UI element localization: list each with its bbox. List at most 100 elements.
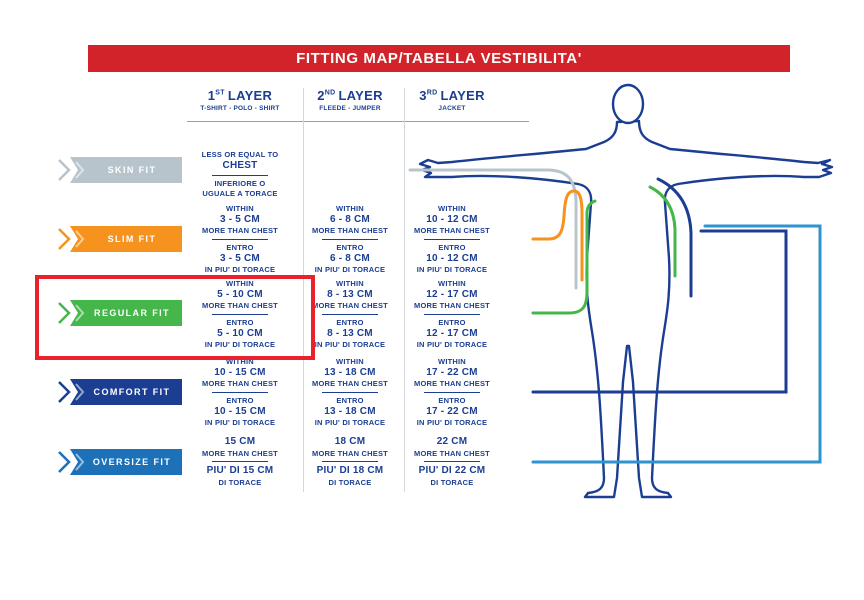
ribbon-inner-chevron-icon <box>75 230 85 248</box>
ribbon-inner-chevron-icon <box>75 453 85 471</box>
it-post: DI TORACE <box>218 477 262 487</box>
it-post: DI TORACE <box>328 477 372 487</box>
en-value: 10 - 15 CM <box>214 366 266 378</box>
oversize-fit-line <box>531 224 822 464</box>
it-value: 10 - 12 CM <box>426 252 478 264</box>
en-value: 5 - 10 CM <box>217 288 263 300</box>
en-post: MORE THAN CHEST <box>414 301 490 311</box>
regular-fit-line-right <box>648 185 677 278</box>
it-pre: ENTRO <box>226 243 254 252</box>
it-post: IN PIU' DI TORACE <box>314 340 386 350</box>
ribbon-slim-fit: SLIM FIT <box>56 226 182 252</box>
comfort-fit-line-right <box>656 177 693 298</box>
it-pre: ENTRO <box>336 396 364 405</box>
en-value: 6 - 8 CM <box>330 213 370 225</box>
ribbon-inner-chevron-icon <box>75 304 85 322</box>
skin-fit-line <box>408 168 578 290</box>
it-post: IN PIU' DI TORACE <box>204 265 276 275</box>
en-post: MORE THAN CHEST <box>414 448 490 458</box>
it-value: 17 - 22 CM <box>426 405 478 417</box>
en-post: MORE THAN CHEST <box>312 301 388 311</box>
it-pre: ENTRO <box>226 396 254 405</box>
cell-divider <box>212 175 268 177</box>
ribbon-label: COMFORT FIT <box>93 387 171 397</box>
it-value: 5 - 10 CM <box>217 327 263 339</box>
it-value: PIU' DI 18 CM <box>316 465 384 477</box>
it-post: IN PIU' DI TORACE <box>314 265 386 275</box>
en-post: MORE THAN CHEST <box>312 448 388 458</box>
en-post: MORE THAN CHEST <box>202 301 278 311</box>
column-separator-2 <box>404 88 405 492</box>
ribbon-tail-chevron-icon <box>58 159 71 181</box>
en-pre: WITHIN <box>226 279 254 288</box>
page-title: FITTING MAP/TABELLA VESTIBILITA' <box>88 45 790 72</box>
it-pre: ENTRO <box>438 243 466 252</box>
it-pre: ENTRO <box>226 318 254 327</box>
it-post: IN PIU' DI TORACE <box>416 418 488 428</box>
en-value: 8 - 13 CM <box>327 288 373 300</box>
en-value: 17 - 22 CM <box>426 366 478 378</box>
en-value: CHEST <box>222 159 258 171</box>
ribbon-oversize-fit: OVERSIZE FIT <box>56 449 182 475</box>
regular-fit-highlight-box <box>35 275 315 360</box>
it-pre: ENTRO <box>438 318 466 327</box>
comfort-fit-line <box>531 229 788 394</box>
body-head <box>611 83 645 125</box>
cell-divider <box>212 314 268 315</box>
en-pre: WITHIN <box>438 357 466 366</box>
en-pre: LESS OR EQUAL TO <box>201 150 279 159</box>
ribbon-label: SLIM FIT <box>107 234 157 244</box>
en-value: 10 - 12 CM <box>426 213 478 225</box>
cell-divider <box>322 314 378 315</box>
it-value: 6 - 8 CM <box>330 252 370 264</box>
it-value: 13 - 18 CM <box>324 405 376 417</box>
en-pre: WITHIN <box>226 357 254 366</box>
header-underline <box>187 121 529 122</box>
en-pre: WITHIN <box>226 204 254 213</box>
en-value: 18 CM <box>334 436 366 447</box>
ribbon-tail-chevron-icon <box>58 228 71 250</box>
ribbon-inner-chevron-icon <box>75 383 85 401</box>
regular-fit-line <box>531 199 597 315</box>
cell-divider <box>212 392 268 393</box>
ribbon-regular-fit: REGULAR FIT <box>56 300 182 326</box>
en-value: 15 CM <box>224 436 256 447</box>
en-pre: WITHIN <box>336 204 364 213</box>
cell-divider <box>424 461 480 463</box>
it-value: 8 - 13 CM <box>327 327 373 339</box>
en-post: MORE THAN CHEST <box>202 448 278 458</box>
cell-divider <box>322 461 378 463</box>
it-post: IN PIU' DI TORACE <box>416 340 488 350</box>
it-post: IN PIU' DI TORACE <box>204 340 276 350</box>
body-outline <box>418 119 834 499</box>
it-post: IN PIU' DI TORACE <box>204 418 276 428</box>
en-pre: WITHIN <box>438 204 466 213</box>
it-pre: INFERIORE O <box>214 179 266 189</box>
en-value: 22 CM <box>436 436 468 447</box>
it-pre: ENTRO <box>336 318 364 327</box>
